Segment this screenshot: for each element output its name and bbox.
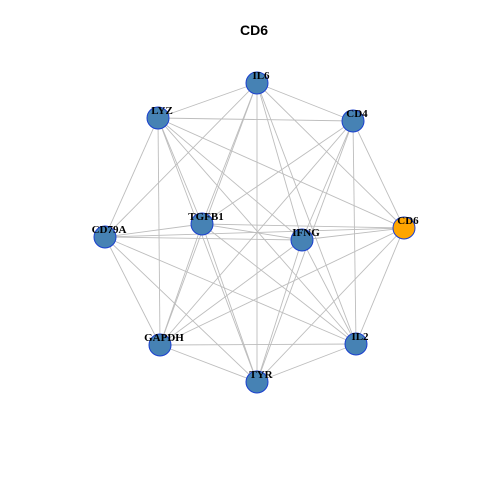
edge-layer [104,82,405,383]
node-label-cd79a: CD79A [92,224,127,236]
edge-il2-cd79a [104,236,357,345]
edge-tyr-tgfb1 [201,223,258,383]
edge-lyz-il6 [157,82,258,119]
edge-tyr-gapdh [159,344,258,383]
node-tyr[interactable] [245,370,269,394]
edge-gapdh-tgfb1 [159,223,203,346]
edge-tgfb1-ifng [201,223,303,241]
edge-cd4-il2 [352,120,357,345]
node-label-il2: IL2 [351,331,369,343]
edge-lyz-tgfb1 [157,117,203,225]
edge-lyz-cd4 [157,117,354,122]
edge-il6-cd6 [256,82,405,229]
edge-cd6-ifng [301,227,405,241]
node-label-gapdh: GAPDH [144,332,184,344]
edge-il6-gapdh [159,82,258,346]
node-cd6[interactable] [392,216,416,240]
edge-lyz-ifng [157,117,303,241]
edge-il2-ifng [301,239,357,345]
node-label-tyr: TYR [249,369,273,381]
edge-lyz-cd6 [157,117,405,229]
edge-cd4-ifng [301,120,354,241]
edge-cd4-tyr [256,120,354,383]
edge-cd6-tgfb1 [201,223,405,229]
edge-tyr-cd79a [104,236,258,383]
node-ifng[interactable] [290,228,314,252]
node-label-cd6: CD6 [397,215,419,227]
edge-il6-ifng [256,82,303,241]
node-label-cd4: CD4 [346,108,368,120]
node-il6[interactable] [245,71,269,95]
node-label-ifng: IFNG [292,227,320,239]
edge-cd6-tyr [256,227,405,383]
edge-cd4-tgfb1 [201,120,354,225]
edge-lyz-gapdh [157,117,161,346]
edge-il2-tgfb1 [201,223,357,345]
edge-cd79a-ifng [104,236,303,241]
node-label-lyz: LYZ [151,105,173,117]
edge-lyz-tyr [157,117,258,383]
node-label-il6: IL6 [252,70,270,82]
node-layer [93,71,416,394]
node-tgfb1[interactable] [190,212,214,236]
edge-il6-il2 [256,82,357,345]
node-cd79a[interactable] [93,225,117,249]
edge-gapdh-ifng [159,239,303,346]
node-label-tgfb1: TGFB1 [188,211,223,223]
edge-cd79a-tgfb1 [104,223,203,238]
edge-lyz-cd79a [104,117,159,238]
graph-title: CD6 [240,22,268,38]
edge-gapdh-cd79a [104,236,161,346]
edge-il6-cd4 [256,82,354,122]
edge-il6-cd79a [104,82,258,238]
edge-cd4-cd6 [352,120,405,229]
node-gapdh[interactable] [148,333,172,357]
edge-il2-gapdh [159,343,357,346]
node-cd4[interactable] [341,109,365,133]
edge-tyr-ifng [256,239,303,383]
edge-il2-tyr [256,343,357,383]
node-il2[interactable] [344,332,368,356]
edge-il6-tgfb1 [201,82,258,225]
node-lyz[interactable] [146,106,170,130]
edge-cd6-il2 [355,227,405,345]
